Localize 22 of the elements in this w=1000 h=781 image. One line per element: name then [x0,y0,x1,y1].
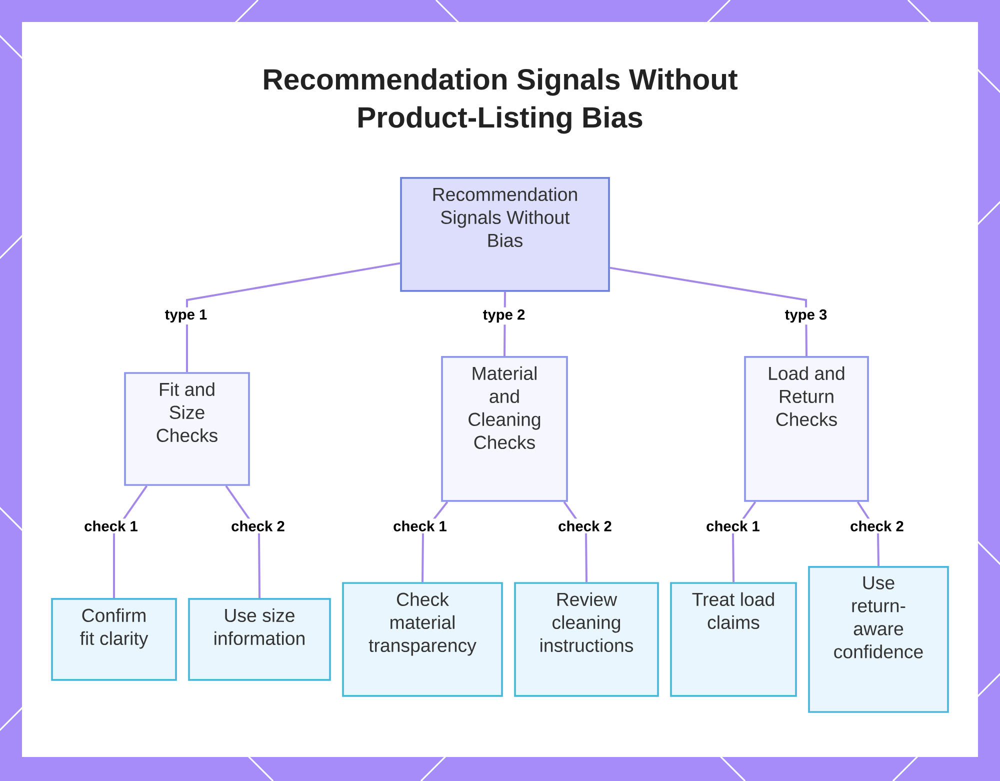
edge-label: check 2 [848,518,906,534]
category-box: Load and Return Checks [744,356,869,502]
category-box: Material and Cleaning Checks [441,356,568,502]
connector-line [610,266,808,356]
edge-label: check 1 [704,518,762,534]
edge-label: type 1 [162,307,210,325]
connector-line [186,262,400,372]
edge-label: check 1 [391,518,449,534]
item-box: Treat load claims [670,582,797,697]
item-box: Use return-aware confidence [808,566,949,713]
edge-label: check 1 [82,518,140,534]
title: Recommendation Signals Without Product-Listing Bias [264,68,738,134]
edge-label: type 3 [782,307,830,325]
topic-box: Recommendation Signals Without Bias [400,177,610,292]
edge-label: check 2 [229,518,287,534]
edge-label: check 2 [556,518,614,534]
item-box: Use size information [188,598,331,681]
item-box: Confirm fit clarity [51,598,177,681]
category-box: Fit and Size Checks [124,372,250,486]
edge-label: type 2 [480,307,528,325]
item-box: Check material transparency [342,582,503,697]
item-box: Review cleaning instructions [514,582,659,697]
